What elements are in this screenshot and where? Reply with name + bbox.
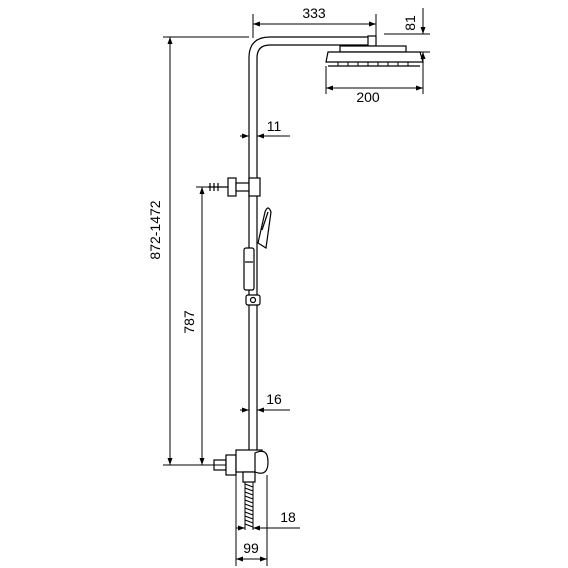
- shower-head: [325, 35, 424, 67]
- dim-overall-height-label: 872-1472: [147, 200, 163, 259]
- dimension-lines: [163, 8, 430, 566]
- dim-riser-upper-diameter-label: 16: [266, 391, 282, 407]
- dim-bracket-to-valve-label: 787: [181, 310, 197, 334]
- riser-pipe: [248, 36, 372, 450]
- dimension-arrows: [167, 21, 426, 562]
- dim-wall-to-center-label: 99: [243, 540, 259, 556]
- dim-arm-reach-label: 333: [302, 5, 326, 21]
- threaded-inlet: [244, 482, 254, 530]
- hand-shower: [243, 207, 272, 306]
- mixer-valve: [213, 449, 269, 483]
- dim-head-height-label: 81: [402, 15, 418, 31]
- dim-inlet-diameter-label: 18: [280, 509, 296, 525]
- dim-riser-lower-diameter-label: 11: [267, 118, 282, 134]
- wall-bracket: [208, 177, 261, 197]
- dim-head-diameter-label: 200: [356, 89, 380, 105]
